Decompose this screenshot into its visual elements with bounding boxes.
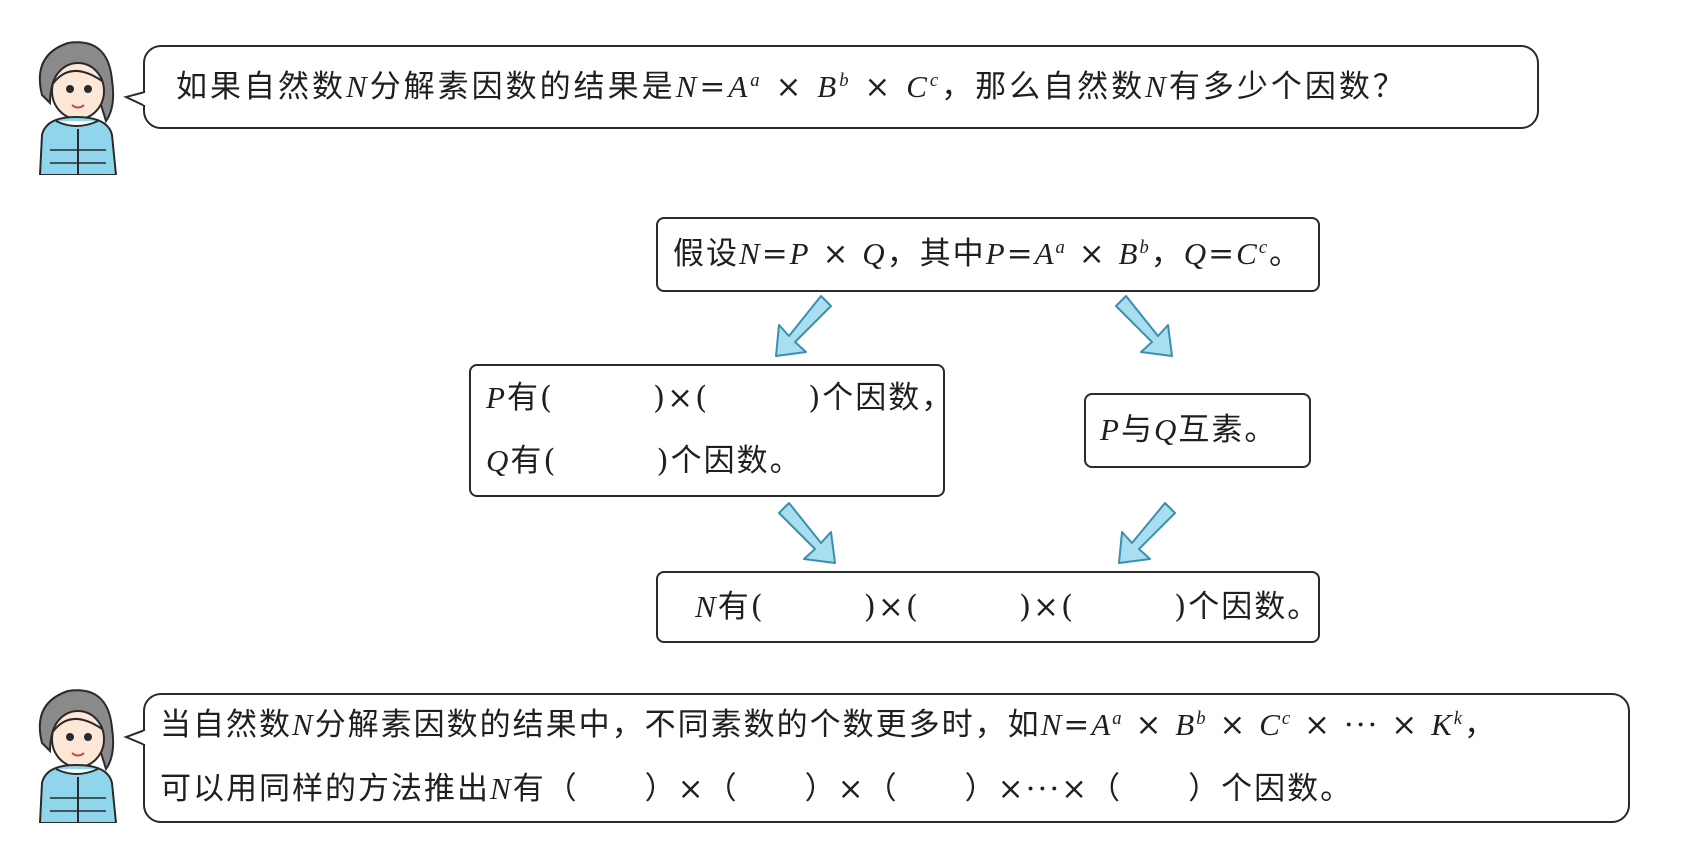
conclusion-line-1-segment: C [1259, 707, 1282, 742]
assumption-text-segment: b [1139, 236, 1151, 258]
assumption-text-segment: × [810, 236, 863, 272]
conclusion-line-1-segment: b [1196, 707, 1208, 729]
factor-count-line-1-segment: P [486, 380, 507, 415]
conclusion-line-2: 可以用同样的方法推出N有（ ）×（ ）×（ ）×···×（ ）个因数。 [160, 769, 1353, 809]
conclusion-line-1: 当自然数N分解素因数的结果中，不同素数的个数更多时，如N=Aa × Bb × C… [160, 705, 1497, 745]
question-text-segment: b [839, 69, 852, 91]
conclusion-line-2-segment: N [490, 771, 513, 806]
factor-count-line-1: P有( )×( )个因数， [486, 378, 954, 418]
question-bubble [143, 45, 1539, 129]
factor-count-line-2-segment: 有( )个因数。 [510, 443, 803, 479]
coprime-text-segment: Q [1153, 412, 1179, 447]
assumption-text-segment: Q [1183, 236, 1209, 271]
assumption-text-segment: c [1258, 236, 1270, 258]
conclusion-line-1-segment: B [1175, 707, 1197, 742]
conclusion-line-1-segment: c [1281, 707, 1293, 729]
conclusion-line-1-segment: 当自然数 [160, 707, 292, 743]
conclusion-line-1-segment: K [1431, 707, 1454, 742]
question-text-segment: N [346, 69, 370, 104]
assumption-text-segment: = [1006, 236, 1035, 272]
question-text-segment: B [817, 69, 840, 104]
question-text: 如果自然数N分解素因数的结果是N=Aa × Bb × Cc，那么自然数N有多少个… [176, 67, 1407, 107]
assumption-text-segment: ，其中 [886, 236, 986, 272]
conclusion-line-1-segment: k [1453, 707, 1465, 729]
assumption-text-segment: P [985, 236, 1007, 271]
assumption-text-segment: a [1055, 236, 1067, 258]
girl-character-icon-top [20, 25, 130, 175]
conclusion-line-2-segment: 可以用同样的方法推出 [160, 771, 490, 807]
conclusion-bubble [143, 693, 1630, 823]
question-text-segment: = [699, 69, 729, 105]
question-text-segment: c [929, 69, 942, 91]
question-text-segment: N [675, 69, 700, 104]
conclusion-line-1-segment: = [1063, 707, 1092, 743]
conclusion-line-1-segment: A [1091, 707, 1113, 742]
coprime-text-segment: P [1100, 412, 1121, 447]
conclusion-line-1-segment: N [292, 707, 315, 742]
result-text-segment: 有( )×( )×( )个因数。 [717, 589, 1321, 625]
assumption-text-segment: Q [862, 236, 887, 271]
result-text: N有( )×( )×( )个因数。 [695, 587, 1320, 627]
assumption-text-segment: C [1236, 236, 1259, 271]
question-text-segment: 如果自然数 [176, 69, 346, 105]
assumption-text-segment: 假设 [673, 236, 739, 272]
factor-count-line-2: Q有( )个因数。 [486, 441, 803, 481]
question-text-segment: × [851, 69, 907, 105]
question-text-segment: N [1145, 69, 1169, 104]
assumption-text-segment: N [739, 236, 762, 271]
conclusion-line-1-segment: 分解素因数的结果中，不同素数的个数更多时，如 [314, 707, 1041, 743]
assumption-text: 假设N=P × Q，其中P=Aa × Bb，Q=Cc。 [673, 234, 1302, 274]
question-text-segment: ，那么自然数 [941, 69, 1146, 105]
factor-count-line-1-segment: 有( )×( )个因数， [506, 380, 955, 416]
conclusion-line-1-segment: × [1123, 707, 1176, 743]
question-text-segment: × [762, 69, 818, 105]
factor-count-line-2-segment: Q [486, 443, 511, 478]
assumption-text-segment: = [761, 236, 790, 272]
assumption-box [656, 217, 1320, 292]
question-text-segment: A [728, 69, 751, 104]
question-text-segment: 分解素因数的结果是 [369, 69, 676, 105]
question-text-segment: a [750, 69, 763, 91]
assumption-text-segment: B [1118, 236, 1140, 271]
coprime-text: P与Q互素。 [1100, 410, 1277, 450]
conclusion-line-1-segment: × ··· × [1292, 707, 1432, 743]
factor-count-box [469, 364, 945, 497]
conclusion-line-1-segment: ， [1464, 707, 1498, 743]
assumption-text-segment: A [1034, 236, 1056, 271]
coprime-text-segment: 互素。 [1178, 412, 1278, 448]
assumption-text-segment: ， [1150, 236, 1184, 272]
coprime-box [1084, 393, 1311, 468]
assumption-text-segment: P [789, 236, 811, 271]
result-box [656, 571, 1320, 643]
conclusion-line-1-segment: a [1112, 707, 1124, 729]
assumption-text-segment: 。 [1269, 236, 1303, 272]
result-text-segment: N [695, 589, 718, 624]
conclusion-line-2-segment: 有（ ）×（ ）×（ ）×···×（ ）个因数。 [512, 771, 1354, 807]
girl-character-icon-bottom [20, 673, 130, 823]
assumption-text-segment: × [1066, 236, 1119, 272]
coprime-text-segment: 与 [1120, 412, 1154, 448]
conclusion-line-1-segment: × [1207, 707, 1260, 743]
assumption-text-segment: = [1208, 236, 1237, 272]
question-text-segment: 有多少个因数？ [1168, 69, 1407, 105]
question-text-segment: C [906, 69, 930, 104]
conclusion-line-1-segment: N [1040, 707, 1064, 742]
